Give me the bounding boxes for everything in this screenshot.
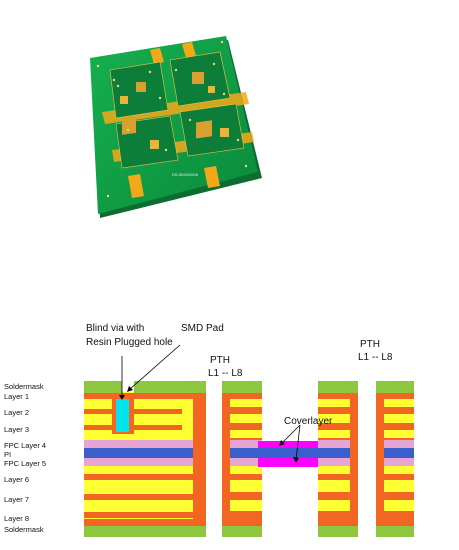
coverlayer-top	[258, 441, 318, 450]
stackup-label: FPC Layer 4	[4, 441, 47, 450]
stackup-label: FPC Layer 5	[4, 459, 47, 468]
stackup-label: Layer 2	[4, 408, 30, 417]
blind-via-callout-line2: Resin Plugged hole	[86, 337, 173, 348]
pth-right-label: PTH	[360, 339, 380, 350]
coverlayer-leader-2	[295, 424, 301, 461]
smd-pad-leader	[129, 344, 181, 390]
pth-right-range: L1 -- L8	[358, 352, 393, 363]
stackup-label: Layer 8	[4, 514, 30, 523]
coverlayer-leader-1	[281, 424, 301, 444]
smd-pad-callout: SMD Pad	[181, 323, 224, 334]
rigid-section-middle	[318, 381, 358, 537]
stackup-label: Layer 7	[4, 495, 30, 504]
stackup-label: Soldermask	[4, 382, 44, 391]
pth-column-left	[222, 381, 262, 537]
rigid-flex-pcb-photo: DS-5090/2008	[90, 36, 262, 218]
rigid-section-left	[84, 381, 206, 537]
stackup-label: Layer 1	[4, 392, 30, 401]
coverlayer-callout: Coverlayer	[284, 416, 333, 427]
stackup-label: PI	[4, 450, 12, 459]
pth-column-right	[376, 381, 414, 537]
blind-via-callout: Blind via with	[86, 323, 145, 334]
stackup-label: Layer 6	[4, 475, 30, 484]
pth-left-range: L1 -- L8	[208, 368, 243, 379]
blind-via-resin	[116, 399, 129, 432]
flex-region	[258, 441, 320, 467]
pth-left-label: PTH	[210, 355, 230, 366]
board-silkscreen: DS-5090/2008	[172, 172, 199, 177]
stackup-label: Layer 3	[4, 425, 30, 434]
coverlayer-bottom	[258, 458, 318, 467]
stackup-label: Soldermask	[4, 525, 44, 534]
